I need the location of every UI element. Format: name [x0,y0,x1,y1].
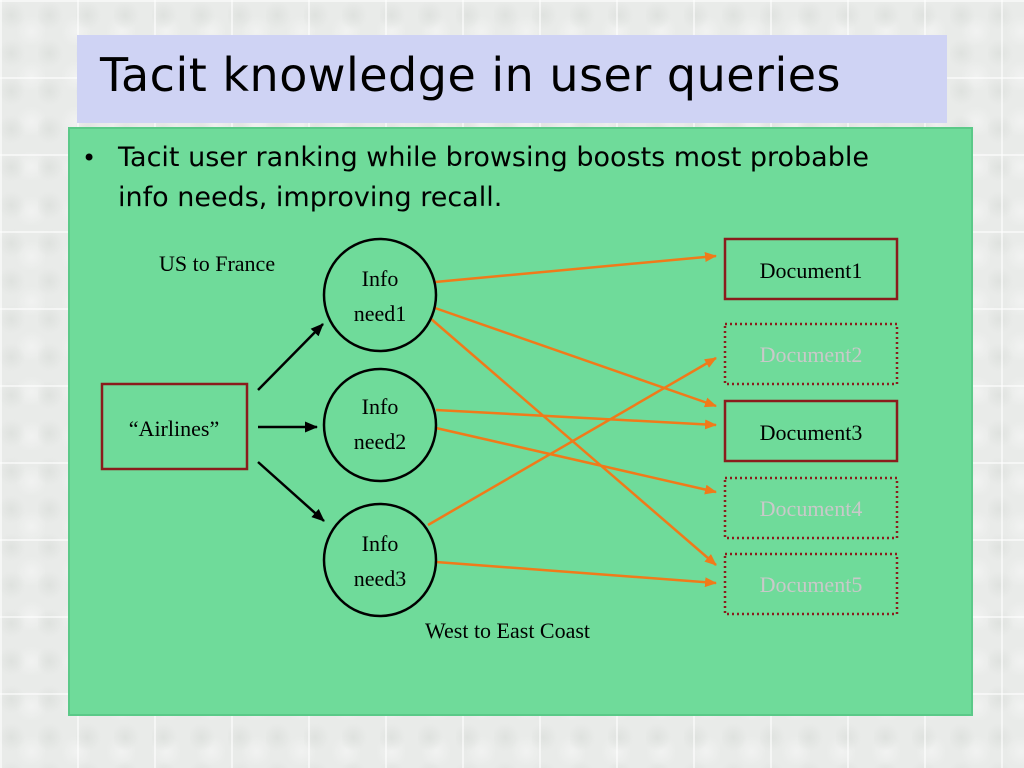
document-1-box [723,237,899,301]
arrow-query-need3 [257,461,325,522]
document-3-box [723,399,899,463]
query-box [100,382,249,471]
info-need-3-line2: need3 [354,566,407,591]
arrow-query-need1 [257,323,324,391]
bullet-text: Tacit user ranking while browsing boosts… [118,142,869,213]
bullet-dot-icon: • [82,144,97,172]
link-group [427,252,717,588]
annotation-west-to-east-coast: West to East Coast [425,618,590,643]
info-need-1-line2: need1 [354,301,407,326]
link-need2-document4 [435,426,717,495]
link-need1-document3 [434,306,717,408]
info-need-1-circle [322,237,438,353]
document-5-box [723,552,899,616]
link-need3-document2 [427,356,717,527]
document-5-label: Document5 [760,572,863,597]
document-3-label: Document3 [760,420,863,445]
link-need1-document1 [434,252,717,284]
annotation-us-to-france: US to France [159,251,275,276]
document-2-label: Document2 [760,342,863,367]
slide-title: Tacit knowledge in user queries [100,48,841,102]
document-4-box [723,476,899,540]
info-need-2-line1: Info [362,394,399,419]
info-need-3-circle [322,502,438,618]
info-need-3-line1: Info [362,531,399,556]
info-need-2-line2: need2 [354,429,407,454]
query-label: “Airlines” [129,416,219,441]
content-panel [68,127,973,716]
info-need-2-circle [322,367,438,483]
info-need-1-line1: Info [362,266,399,291]
link-need3-document5 [435,560,717,588]
document-4-label: Document4 [760,496,863,521]
link-need2-document3 [435,408,717,430]
query-arrows [257,323,325,522]
title-band [77,35,947,123]
document-1-label: Document1 [760,258,863,283]
document-2-box [723,322,899,386]
